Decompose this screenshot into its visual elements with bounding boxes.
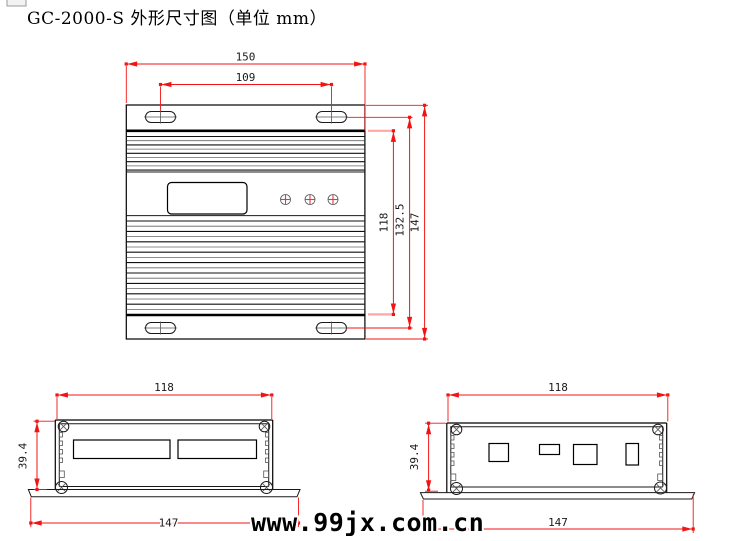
rear-corner-screws	[450, 423, 667, 495]
dim-top-width-150: 150	[125, 51, 366, 131]
screw-icon	[654, 481, 667, 495]
rear-view: 118 39.4 147	[408, 381, 696, 533]
mounting-hole-bottom-right	[315, 321, 348, 335]
connector-slot-1	[72, 439, 171, 460]
corner-fragment	[6, 0, 27, 7]
port-square-2	[572, 443, 598, 466]
top-view-outline	[125, 104, 366, 340]
dim-label-rear-118: 118	[548, 381, 568, 394]
screw-icon	[55, 481, 68, 494]
dim-front-height-39-4: 39.4	[17, 420, 55, 490]
port-vertical	[625, 442, 640, 466]
dim-label-118-vert: 118	[378, 213, 391, 233]
dim-total-height-147: 147	[366, 104, 428, 340]
mounting-hole-bottom-left	[144, 321, 177, 335]
page-title: GC-2000-S 外形尺寸图（单位 mm）	[27, 9, 328, 29]
dim-hole-spacing-109: 109	[160, 71, 332, 111]
led-button-2	[304, 194, 316, 205]
screw-icon	[450, 482, 463, 495]
rear-wall-notches	[450, 435, 664, 481]
led-button-1	[280, 194, 291, 205]
dim-rear-width-118: 118	[447, 381, 669, 422]
dim-front-width-118: 118	[56, 381, 273, 419]
dim-label-front-147: 147	[159, 517, 179, 530]
dim-label-rear-147: 147	[548, 516, 568, 529]
mounting-base-rear	[419, 492, 696, 500]
port-flat	[538, 443, 561, 456]
mounting-hole-top-right	[315, 110, 348, 124]
front-corner-screws	[55, 420, 273, 494]
port-square-1	[488, 442, 510, 463]
heatsink-fins-upper	[126, 135, 365, 171]
connector-slot-2	[177, 439, 258, 460]
screw-icon	[652, 423, 664, 436]
mounting-hole-top-left	[144, 110, 177, 124]
front-wall-notches	[58, 432, 270, 478]
dim-label-rear-39-4: 39.4	[408, 443, 421, 470]
dim-label-132-5: 132.5	[394, 203, 407, 236]
top-view: 150 109 118 132.5	[125, 51, 428, 340]
dim-label-147-vert: 147	[409, 213, 422, 233]
dim-hole-height-132-5: 132.5	[347, 116, 413, 329]
dim-rear-height-39-4: 39.4	[408, 422, 446, 492]
dim-rear-base-147: 147	[422, 494, 694, 533]
screw-icon	[57, 420, 70, 433]
watermark: www.99jx.com.cn	[251, 508, 484, 537]
dim-label-150: 150	[236, 51, 256, 64]
heatsink-fins-lower	[126, 220, 365, 310]
screw-icon	[260, 481, 273, 494]
display-window	[166, 181, 248, 215]
grip-points	[29, 62, 695, 531]
screw-icon	[258, 420, 271, 433]
led-button-3	[327, 194, 339, 205]
dim-label-109: 109	[236, 71, 256, 84]
dim-body-height-118: 118	[368, 129, 397, 316]
dim-label-front-39-4: 39.4	[17, 442, 30, 469]
mounting-base-front	[27, 489, 301, 498]
screw-icon	[450, 423, 463, 436]
dim-label-front-118: 118	[154, 381, 174, 394]
